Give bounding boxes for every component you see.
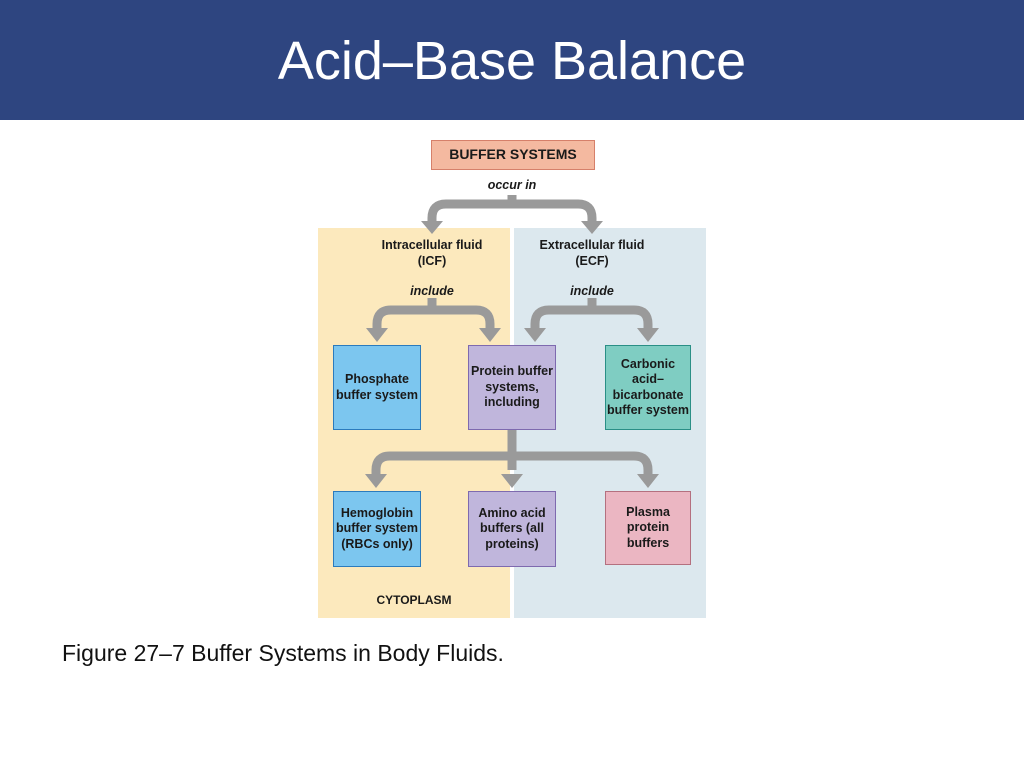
arrowhead-hemoglobin (365, 474, 387, 488)
carbonic-acid-box: Carbonic acid– bicarbonate buffer system (605, 345, 691, 430)
icf-label: Intracellular fluid (ICF) (381, 238, 483, 268)
slide-title: Acid–Base Balance (277, 31, 747, 91)
arrowhead-protein-left (479, 328, 501, 342)
buffer-systems-box: BUFFER SYSTEMS (431, 140, 595, 170)
plasma-protein-box: Plasma protein buffers (605, 491, 691, 565)
protein-buffer-box: Protein buffer systems, including (468, 345, 556, 430)
arrowhead-phosphate (366, 328, 388, 342)
arrowhead-icf (421, 221, 443, 234)
title-bar (0, 0, 1024, 120)
hemoglobin-buffer-box: Hemoglobin buffer system (RBCs only) (333, 491, 421, 567)
arrowhead-carbonic (637, 328, 659, 342)
icf-include-label: include (410, 284, 454, 298)
figure-caption: Figure 27–7 Buffer Systems in Body Fluid… (62, 640, 504, 666)
arrow-icf-to-phosphate (372, 305, 432, 329)
ecf-include-label: include (570, 284, 614, 298)
arrowhead-amino (501, 474, 523, 488)
arrow-root-to-ecf (512, 199, 597, 223)
cytoplasm-label: CYTOPLASM (376, 593, 452, 607)
ecf-label: Extracellular fluid (ECF) (539, 238, 645, 268)
arrow-protein-to-hemoglobin (371, 451, 512, 475)
phosphate-buffer-box: Phosphate buffer system (333, 345, 421, 430)
arrow-protein-to-plasma (512, 451, 653, 475)
arrow-ecf-to-carbonic (592, 305, 653, 329)
occur-in-label: occur in (487, 178, 537, 192)
arrowhead-protein-right (524, 328, 546, 342)
arrow-icf-to-protein (432, 305, 495, 329)
amino-acid-buffer-box: Amino acid buffers (all proteins) (468, 491, 556, 567)
arrow-root-to-icf (427, 199, 512, 223)
arrowhead-ecf (581, 221, 603, 234)
arrow-ecf-to-protein (530, 305, 592, 329)
arrowhead-plasma (637, 474, 659, 488)
